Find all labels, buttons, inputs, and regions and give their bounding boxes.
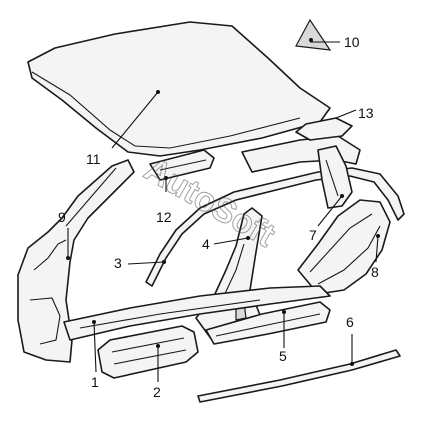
callout-2: 2 [153, 384, 161, 400]
roof-panel [27, 21, 331, 157]
rocker-panel [63, 285, 331, 341]
callout-13: 13 [358, 105, 374, 121]
callout-numbers: 1 2 3 4 5 6 7 8 9 10 11 12 13 [58, 34, 379, 400]
callout-9: 9 [58, 209, 66, 225]
callout-5: 5 [279, 348, 287, 364]
callout-12: 12 [156, 209, 172, 225]
callout-11: 11 [86, 151, 101, 167]
corner-gusset-plate [295, 18, 332, 51]
rear-wheelhouse [297, 199, 391, 295]
rear-roof-rail [241, 117, 361, 173]
callout-4: 4 [202, 236, 210, 252]
door-frame-rail [145, 167, 405, 287]
upper-bracket [149, 149, 215, 181]
front-pillar [17, 159, 135, 363]
callout-1: 1 [91, 374, 99, 390]
sill-moulding-strip [197, 349, 401, 403]
callout-6: 6 [346, 314, 354, 330]
callout-8: 8 [371, 264, 379, 280]
leader-lines [66, 41, 380, 382]
sill-reinforcement [97, 325, 199, 379]
inner-quarter-panel [317, 145, 353, 209]
callout-10: 10 [344, 34, 360, 50]
callout-3: 3 [114, 255, 122, 271]
callout-7: 7 [309, 227, 317, 243]
